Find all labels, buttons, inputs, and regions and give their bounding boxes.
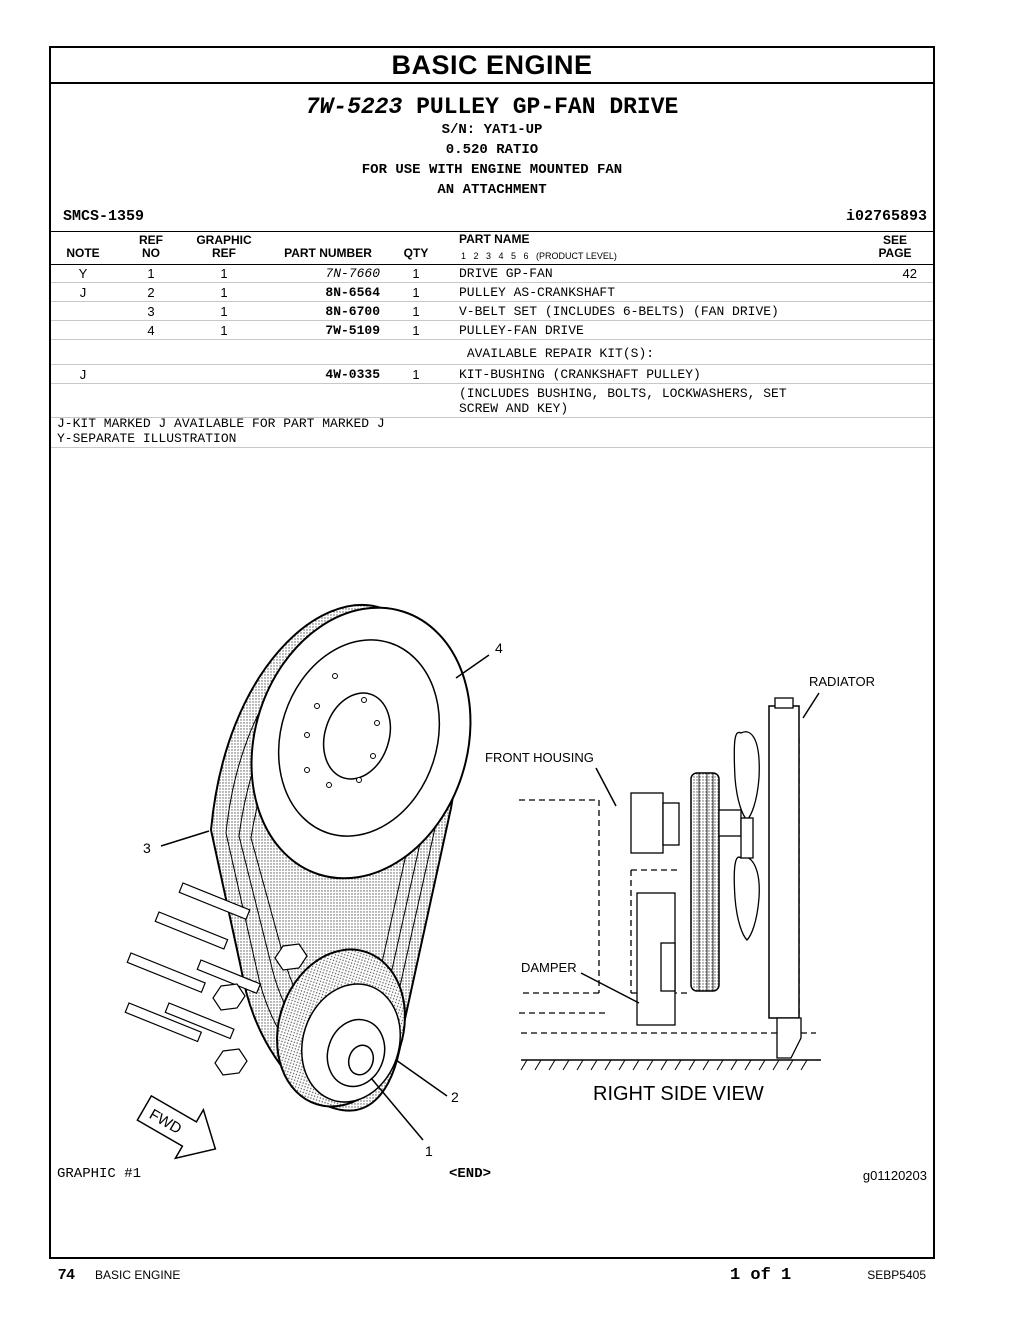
cell-part-number: 4W-0335: [325, 367, 380, 382]
col-see-2: PAGE: [878, 246, 912, 260]
cell-part-name: (INCLUDES BUSHING, BOLTS, LOCKWASHERS, S…: [459, 386, 787, 416]
smcs-line: SMCS-1359 i02765893: [63, 208, 927, 226]
notes-divider: [51, 447, 933, 448]
page-frame: BASIC ENGINE 7W-5223 PULLEY GP-FAN DRIVE…: [49, 46, 935, 1259]
col-part-number: PART NUMBER: [284, 246, 372, 260]
page-of: 1 of 1: [730, 1266, 792, 1285]
table-row[interactable]: 3 1 8N-6700 1 V-BELT SET (INCLUDES 6-BEL…: [51, 302, 933, 321]
notes: J-KIT MARKED J AVAILABLE FOR PART MARKED…: [57, 416, 385, 446]
callout-1: 1: [425, 1143, 433, 1159]
col-note: NOTE: [66, 246, 100, 260]
crankshaft-pulley: [276, 948, 406, 1108]
footer-section: BASIC ENGINE: [95, 1268, 181, 1282]
table-row: (INCLUDES BUSHING, BOLTS, LOCKWASHERS, S…: [51, 384, 933, 418]
cell-ref: 3: [147, 304, 155, 319]
radiator-label: RADIATOR: [809, 674, 875, 689]
mounting-studs: [124, 882, 308, 1076]
cell-qty: 1: [412, 323, 420, 338]
col-graphic-1: GRAPHIC: [196, 233, 252, 247]
parts-illustration: FWD 4 3 2 1: [124, 603, 875, 1160]
parts-table: Y 1 1 7N-7660 1 DRIVE GP-FAN 42 J 2 1 8N…: [51, 264, 933, 418]
end-marker: <END>: [449, 1166, 492, 1182]
callout-3: 3: [143, 840, 151, 856]
group-part-number: 7W-5223: [305, 94, 403, 120]
usage-note: FOR USE WITH ENGINE MOUNTED FAN: [361, 162, 623, 178]
col-see-1: SEE: [882, 233, 907, 247]
cell-see-page[interactable]: 42: [902, 266, 917, 281]
cell-graphic-ref: 1: [220, 285, 228, 300]
cell-part-number: 8N-6564: [325, 285, 380, 300]
cell-part-number-link[interactable]: 7N-7660: [325, 266, 380, 281]
col-ref-2: NO: [142, 246, 160, 260]
col-part-name: PART NAME: [459, 232, 530, 246]
callout-leaders: [160, 654, 490, 1141]
table-row: AVAILABLE REPAIR KIT(S):: [51, 340, 933, 365]
cell-part-number: 8N-6700: [325, 304, 380, 319]
col-product-level: 1 2 3 4 5 6 (PRODUCT LEVEL): [461, 251, 617, 261]
page-footer: 74 BASIC ENGINE 1 of 1 SEBP5405: [55, 1266, 940, 1286]
cell-note: J: [79, 367, 87, 382]
col-ref-1: REF: [139, 233, 163, 247]
damper-label: DAMPER: [521, 960, 577, 975]
cell-part-name: PULLEY-FAN DRIVE: [459, 323, 584, 338]
table-row[interactable]: 4 1 7W-5109 1 PULLEY-FAN DRIVE: [51, 321, 933, 340]
cell-part-name: PULLEY AS-CRANKSHAFT: [459, 285, 616, 300]
table-row[interactable]: Y 1 1 7N-7660 1 DRIVE GP-FAN 42: [51, 264, 933, 283]
document-number: SEBP5405: [867, 1268, 926, 1282]
cell-qty: 1: [412, 266, 420, 281]
cell-graphic-ref: 1: [220, 304, 228, 319]
page-number: 74: [58, 1266, 75, 1283]
fwd-arrow-icon: FWD: [136, 1094, 217, 1160]
note-y: Y-SEPARATE ILLUSTRATION: [57, 431, 237, 446]
col-qty: QTY: [403, 246, 429, 260]
group-header: 7W-5223 PULLEY GP-FAN DRIVE S/N: YAT1-UP…: [51, 94, 933, 200]
front-housing-label: FRONT HOUSING: [485, 750, 594, 765]
cell-part-number: 7W-5109: [325, 323, 380, 338]
column-headers: NOTE REF NO GRAPHIC REF PART NUMBER QTY …: [51, 231, 933, 265]
cell-qty: 1: [412, 285, 420, 300]
table-row[interactable]: J 4W-0335 1 KIT-BUSHING (CRANKSHAFT PULL…: [51, 365, 933, 384]
illustration-id: i02765893: [845, 208, 927, 225]
callout-2: 2: [451, 1089, 459, 1105]
cell-part-name: V-BELT SET (INCLUDES 6-BELTS) (FAN DRIVE…: [459, 304, 779, 319]
cell-part-name: AVAILABLE REPAIR KIT(S):: [459, 346, 655, 361]
cell-part-name: KIT-BUSHING (CRANKSHAFT PULLEY): [459, 367, 701, 382]
attachment-note: AN ATTACHMENT: [437, 182, 547, 198]
callout-4: 4: [495, 640, 503, 656]
right-side-view: [519, 692, 821, 1071]
cell-note: Y: [78, 266, 88, 281]
col-graphic-2: REF: [212, 246, 236, 260]
cell-ref: 2: [147, 285, 155, 300]
note-j: J-KIT MARKED J AVAILABLE FOR PART MARKED…: [57, 416, 385, 431]
table-row[interactable]: J 2 1 8N-6564 1 PULLEY AS-CRANKSHAFT: [51, 283, 933, 302]
fan-drive-pulley: [250, 606, 472, 880]
cell-ref: 1: [147, 266, 155, 281]
cell-part-name: DRIVE GP-FAN: [459, 266, 553, 281]
cell-graphic-ref: 1: [220, 266, 228, 281]
section-title: BASIC ENGINE: [51, 48, 933, 84]
graphic-id: g01120203: [862, 1168, 927, 1183]
cell-ref: 4: [147, 323, 155, 338]
cell-qty: 1: [412, 367, 420, 382]
smcs-code: SMCS-1359: [63, 208, 145, 225]
cell-qty: 1: [412, 304, 420, 319]
ratio: 0.520 RATIO: [445, 142, 539, 158]
graphic-label: GRAPHIC #1: [57, 1166, 142, 1182]
serial-number: S/N: YAT1-UP: [441, 122, 543, 138]
cell-graphic-ref: 1: [220, 323, 228, 338]
right-side-view-label: RIGHT SIDE VIEW: [593, 1083, 764, 1105]
group-name: PULLEY GP-FAN DRIVE: [416, 94, 679, 120]
cell-note: J: [79, 285, 87, 300]
group-title: 7W-5223 PULLEY GP-FAN DRIVE: [51, 94, 933, 120]
